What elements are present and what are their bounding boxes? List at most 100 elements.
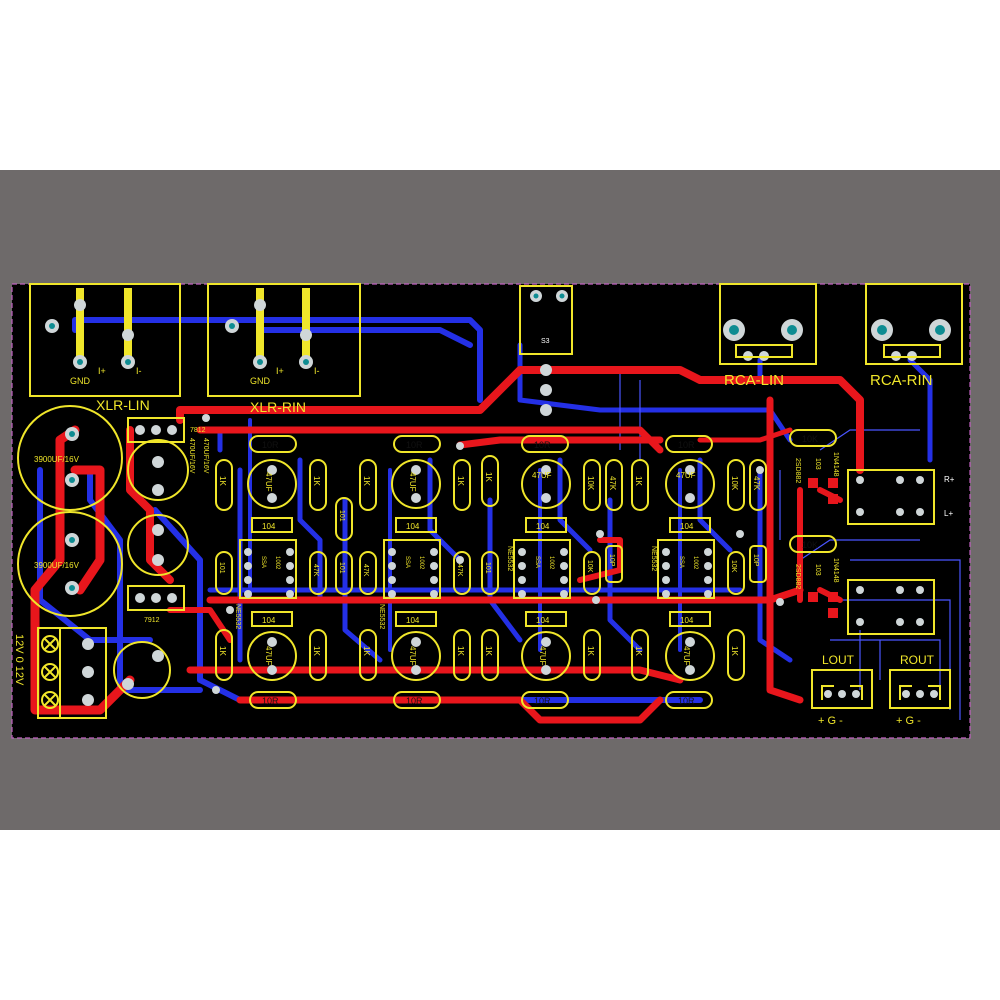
- relay-top-r10k: 10K: [802, 434, 818, 444]
- power-terminal[interactable]: 12V 0 12V: [13, 627, 107, 719]
- relay-top-transistor: 2SD882: [794, 458, 801, 483]
- stage-2-ic-text2: 1002: [418, 556, 424, 570]
- stage-4-opamp: NE5532: [650, 546, 657, 571]
- power-cap-1-value: 3900UF/16V: [34, 455, 80, 464]
- stage-2-r1k-b: 1K: [456, 476, 465, 486]
- stage-2-r47k-a: 47K: [362, 564, 369, 577]
- switch-s3[interactable]: S3: [519, 285, 573, 416]
- xlr-lin-gnd-label: GND: [70, 376, 91, 386]
- lout-connector[interactable]: LOUT + G -: [811, 653, 873, 727]
- power-cap-1: 3900UF/16V: [17, 405, 123, 511]
- stage-2-r47k-b: 47K: [456, 564, 463, 577]
- stage-3-r10k-b: 10K: [586, 560, 593, 573]
- stage-3-decoupling-top: 104: [536, 522, 550, 531]
- stage-4-r1k-c: 1K: [634, 646, 643, 656]
- filter-cap-label-2: 470UF/16V: [202, 438, 209, 474]
- stage-2-r10-top: 10R: [406, 440, 423, 450]
- regulator-7812-label: 7812: [190, 427, 206, 434]
- stage-4-r47k-a: 47K: [752, 476, 761, 491]
- stage-3-r1k-d: 1K: [586, 646, 595, 656]
- stage-4-r1k-a: 1K: [634, 476, 643, 486]
- stage-1-r1k-c: 1K: [218, 646, 227, 656]
- relay-top-r103: 103: [814, 458, 821, 470]
- stage-2-r10-bottom: 10R: [406, 696, 423, 706]
- stage-3-opamp: NE5532: [506, 546, 513, 571]
- stage-1-opamp: NE5532: [234, 604, 241, 629]
- relay-top-rp: R+: [944, 475, 955, 484]
- relay-bottom-transistor: 2SD882: [794, 564, 801, 589]
- stage-1-r1k-a: 1K: [218, 476, 227, 486]
- stage-3-r10-bottom: 10R: [534, 696, 551, 706]
- regulator-7812: 7812: [127, 417, 206, 443]
- filter-cap-1: [127, 439, 189, 501]
- stage-4-decoupling-bottom: 104: [680, 616, 694, 625]
- relay-top: 10K 2SD882 103 1N4148 R+ L+: [789, 429, 955, 525]
- relay-bottom-r103: 103: [814, 564, 821, 576]
- rca-lin-label: RCA-LIN: [724, 372, 784, 389]
- stage-1-r10-top: 10R: [262, 440, 279, 450]
- stage-3-r47k-a: 47K: [608, 476, 617, 491]
- stage-1-ic-text: SSA: [260, 556, 266, 568]
- rout-connector[interactable]: ROUT + G -: [889, 653, 951, 727]
- stage-1-r1k-d: 1K: [312, 646, 321, 656]
- xlr-rin-label: XLR-RIN: [250, 399, 306, 415]
- stage-4-c10p: 10P: [752, 554, 759, 567]
- top-copper-layer: [30, 366, 864, 724]
- stage-2-ic-text: SSA: [404, 556, 410, 568]
- stage-4-r1k-d: 1K: [730, 646, 739, 656]
- stage-3-cap-bottom-value: 47UF: [538, 646, 547, 666]
- lout-label: LOUT: [822, 653, 855, 667]
- xlr-rin-gnd-label: GND: [250, 376, 271, 386]
- filter-cap-label-1: 470UF/16V: [188, 438, 195, 474]
- stage-3-r1k-a: 1K: [484, 472, 493, 482]
- stage-2-r1k-c: 1K: [362, 646, 371, 656]
- stage-3-r1k-c: 1K: [484, 646, 493, 656]
- stage-3-ic-text2: 1002: [548, 556, 554, 570]
- stage-4-ic-text: SSA: [678, 556, 684, 568]
- xlr-rin-im-label: I-: [314, 366, 320, 376]
- stage-3-cap-top-value: 47UF: [532, 471, 552, 480]
- stage-3-r10k-a: 10K: [586, 476, 595, 491]
- stage-1-cap-bottom-value: 47UF: [264, 646, 273, 666]
- stage-1-decoupling-bottom: 104: [262, 616, 276, 625]
- stage-2-decoupling-bottom: 104: [406, 616, 420, 625]
- relay-bottom-r10k: 10K: [802, 540, 818, 550]
- stage-2-cap-bottom-value: 47UF: [408, 646, 417, 666]
- rca-lin-connector[interactable]: RCA-LIN: [719, 283, 817, 389]
- rca-rin-label: RCA-RIN: [870, 372, 933, 389]
- relay-bottom: 10K 2SD882 103 1N4148: [789, 535, 935, 635]
- xlr-lin-im-label: I-: [136, 366, 142, 376]
- stage-2-r101-b: 101: [338, 562, 345, 574]
- stage-1: 10R 1K 1K 47UF 104 SSA 1002 101 47K NE55…: [215, 435, 327, 709]
- stage-3-r101: 101: [484, 562, 491, 574]
- stage-3-r10-top: 10R: [534, 440, 551, 450]
- relay-top-lp: L+: [944, 509, 953, 518]
- stage-1-r1k-b: 1K: [312, 476, 321, 486]
- stage-1-cap-top-value: 47UF: [264, 472, 273, 492]
- stage-4-cap-bottom-value: 47UF: [682, 646, 691, 666]
- regulator-7912: 7912: [127, 585, 185, 624]
- stage-2-cap-top-value: 47UF: [408, 472, 417, 492]
- stage-3-ic-text: SSA: [534, 556, 540, 568]
- stage-2-r1k-d: 1K: [456, 646, 465, 656]
- stage-2-opamp: NE5532: [378, 604, 385, 629]
- power-cap-2-value: 3900UF/16V: [34, 561, 80, 570]
- stage-2: 10R 1K 1K 47UF 104 SSA 1002 101 101 47K …: [335, 435, 471, 709]
- stage-4-r10-top: 10R: [678, 440, 695, 450]
- stage-3: 10R 1K 10K 47K 47UF 104 SSA 1002 101 NE5…: [481, 435, 623, 709]
- stage-1-ic-text2: 1002: [274, 556, 280, 570]
- stage-4-r10-bottom: 10R: [678, 696, 695, 706]
- switch-s3-label: S3: [541, 338, 550, 345]
- via-pads: [202, 414, 784, 694]
- stage-4: 10R 1K 10K 47K 47UF 104 SSA 1002 NE5532 …: [631, 435, 767, 709]
- stage-1-r10-bottom: 10R: [262, 696, 279, 706]
- stage-4-ic-text2: 1002: [692, 556, 698, 570]
- power-cap-2: 3900UF/16V: [17, 511, 123, 617]
- xlr-lin-connector[interactable]: GND I+ I- XLR-LIN: [29, 283, 181, 413]
- stage-4-cap-top-value: 47UF: [676, 471, 696, 480]
- xlr-rin-connector[interactable]: GND I+ I- XLR-RIN: [207, 283, 361, 415]
- rca-rin-connector[interactable]: RCA-RIN: [865, 283, 963, 389]
- xlr-lin-label: XLR-LIN: [96, 397, 150, 413]
- stage-4-r10k-b: 10K: [730, 560, 737, 573]
